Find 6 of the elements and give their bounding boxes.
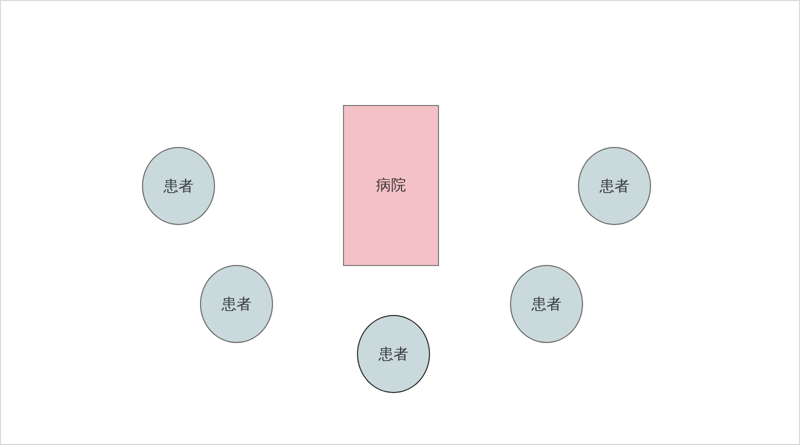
patient-circle: 患者 — [510, 265, 583, 343]
patient-circle: 患者 — [357, 315, 430, 393]
patient-circle: 患者 — [200, 265, 273, 343]
patient-circle: 患者 — [142, 147, 215, 225]
hospital-box: 病院 — [343, 105, 439, 266]
patient-circle: 患者 — [578, 147, 651, 225]
